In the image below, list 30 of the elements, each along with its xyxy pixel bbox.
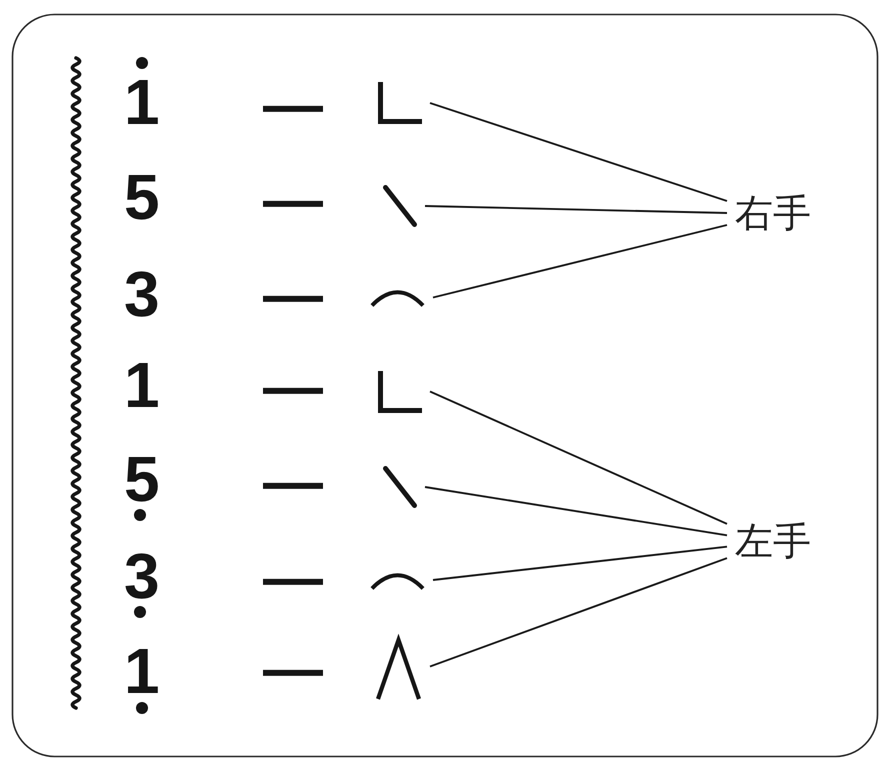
connector-line <box>424 486 728 536</box>
note-digit: 5 <box>124 165 160 230</box>
note-digit: 1 <box>124 352 160 417</box>
dash: — <box>263 452 323 512</box>
dash: — <box>263 356 323 417</box>
note-digit: 1 <box>124 70 160 134</box>
connector-line <box>432 546 728 581</box>
dash: — <box>263 170 323 230</box>
arc-mark <box>370 288 425 307</box>
slash-mark <box>383 466 417 508</box>
corner-mark <box>378 370 422 412</box>
caret-mark <box>375 633 422 700</box>
note-digit: 3 <box>124 262 160 326</box>
connector-line <box>430 102 728 202</box>
corner-mark <box>378 82 422 124</box>
arc-mark <box>370 570 425 590</box>
dash: — <box>263 638 323 699</box>
connector-line <box>430 390 728 525</box>
connector-line <box>432 224 728 298</box>
dash: — <box>263 548 323 608</box>
connector-line <box>424 205 728 214</box>
slash-mark <box>383 185 417 227</box>
hand-label: 左手 <box>735 522 811 560</box>
dash: — <box>263 74 323 135</box>
note-digit: 3 <box>124 544 160 608</box>
note-digit: 1 <box>124 638 160 703</box>
connector-line <box>430 557 728 668</box>
dash: — <box>263 264 323 325</box>
hand-label: 右手 <box>735 194 811 232</box>
note-digit: 5 <box>124 446 160 511</box>
